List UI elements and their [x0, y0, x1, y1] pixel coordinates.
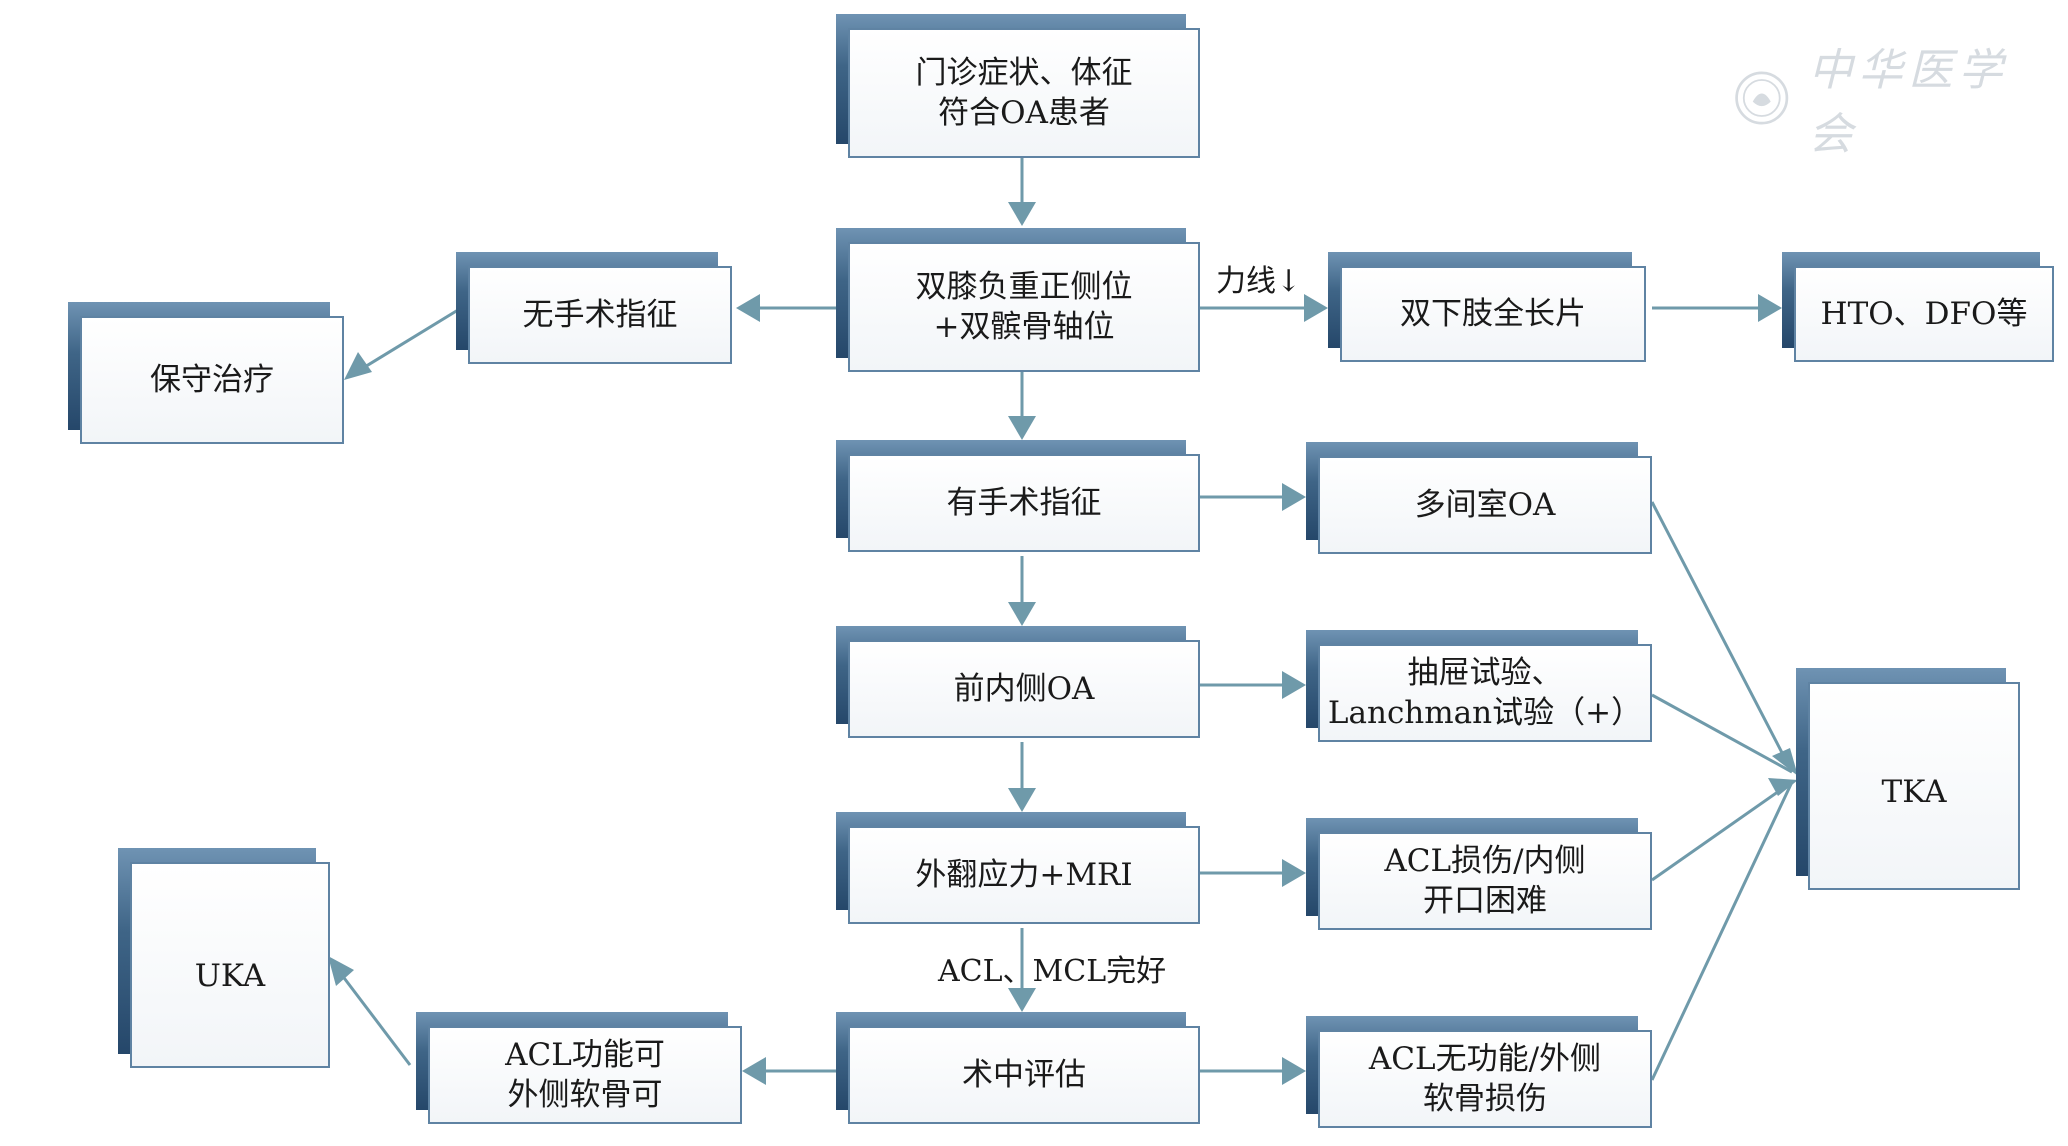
node-text-line: 无手术指征: [522, 296, 678, 333]
node-card: 双膝负重正侧位 +双髌骨轴位: [848, 242, 1200, 372]
node-text-line: 外翻应力+MRI: [915, 856, 1133, 893]
node-acl-injury: ACL损伤/内侧 开口困难: [1306, 818, 1652, 930]
node-card: 抽屉试验、 Lanchman试验（+）: [1318, 644, 1652, 742]
node-tka: TKA: [1796, 668, 2020, 890]
node-text-line: 术中评估: [962, 1056, 1086, 1093]
node-intraop-assessment: 术中评估: [836, 1012, 1200, 1124]
node-no-surgery-indication: 无手术指征: [456, 252, 732, 364]
arrowhead: [1758, 294, 1782, 322]
node-text-line: 外侧软骨可: [507, 1077, 663, 1113]
arrowhead: [1282, 859, 1306, 887]
arrowhead: [1008, 202, 1036, 226]
node-full-length-film: 双下肢全长片: [1328, 252, 1646, 362]
node-anteromedial-oa: 前内侧OA: [836, 626, 1200, 738]
arrowhead: [1008, 788, 1036, 812]
node-text-line: 保守治疗: [150, 361, 274, 398]
arrowhead: [1282, 1057, 1306, 1085]
node-card: 无手术指征: [468, 266, 732, 364]
node-conservative-treatment: 保守治疗: [68, 302, 344, 444]
arrowhead: [1768, 778, 1798, 796]
seal-icon: [1735, 71, 1789, 125]
node-card: TKA: [1808, 682, 2020, 890]
node-acl-nonfunctional: ACL无功能/外侧 软骨损伤: [1306, 1016, 1652, 1128]
node-text-line: 抽屉试验、: [1407, 654, 1563, 691]
arrowhead: [1008, 416, 1036, 440]
arrowhead: [1304, 294, 1328, 322]
node-text-line: 前内侧OA: [953, 670, 1095, 707]
node-card: ACL无功能/外侧 软骨损伤: [1318, 1030, 1652, 1128]
node-acl-functional: ACL功能可 外侧软骨可: [416, 1012, 742, 1124]
node-outpatient-oa: 门诊症状、体征 符合OA患者: [836, 14, 1200, 158]
node-card: 前内侧OA: [848, 640, 1200, 738]
edge-acl-injury-to-tka: [1651, 780, 1793, 882]
node-card: 保守治疗: [80, 316, 344, 444]
node-text-line: TKA: [1881, 774, 1947, 810]
node-text-line: 双膝负重正侧位: [915, 268, 1133, 305]
node-card: 术中评估: [848, 1026, 1200, 1124]
edge-no-surgery-to-conservative: [349, 308, 459, 378]
arrowhead: [1282, 483, 1306, 511]
edge-label-acl-mcl-intact: ACL、MCL完好: [938, 954, 1167, 989]
watermark: 中华医学会: [1733, 45, 2033, 160]
edge-multi-to-tka: [1650, 501, 1794, 773]
node-drawer-lachman: 抽屉试验、 Lanchman试验（+）: [1306, 630, 1652, 742]
node-hto-dfo: HTO、DFO等: [1782, 252, 2054, 362]
node-text-line: HTO、DFO等: [1820, 295, 2028, 332]
node-card: 双下肢全长片: [1340, 266, 1646, 362]
node-bilateral-knee-xray: 双膝负重正侧位 +双髌骨轴位: [836, 228, 1200, 372]
arrowhead: [1008, 602, 1036, 626]
node-uka: UKA: [118, 848, 330, 1068]
edge-label-force-line: 力线↓: [1216, 264, 1302, 299]
node-card: UKA: [130, 862, 330, 1068]
node-card: 门诊症状、体征 符合OA患者: [848, 28, 1200, 158]
node-card: 外翻应力+MRI: [848, 826, 1200, 924]
node-text-line: Lanchman试验（+）: [1327, 695, 1643, 731]
edge-acl-functional-to-uka: [330, 961, 412, 1066]
node-text-line: 开口困难: [1422, 883, 1547, 919]
node-card: HTO、DFO等: [1794, 266, 2054, 362]
node-text-line: ACL无功能/外侧: [1368, 1040, 1602, 1077]
node-valgus-stress-mri: 外翻应力+MRI: [836, 812, 1200, 924]
node-text-line: 门诊症状、体征: [915, 54, 1133, 91]
arrowhead: [328, 956, 354, 986]
arrowhead: [736, 294, 760, 322]
node-text-line: 软骨损伤: [1422, 1081, 1547, 1117]
node-card: 多间室OA: [1318, 456, 1652, 554]
node-text-line: 符合OA患者: [938, 95, 1110, 131]
arrowhead: [344, 352, 372, 380]
node-text-line: +双髌骨轴位: [933, 309, 1115, 345]
arrowhead: [742, 1057, 766, 1085]
node-surgery-indication: 有手术指征: [836, 440, 1200, 552]
node-card: ACL功能可 外侧软骨可: [428, 1026, 742, 1124]
node-text-line: ACL功能可: [505, 1036, 665, 1073]
node-text-line: 双下肢全长片: [1400, 295, 1586, 332]
edge-drawer-to-tka: [1651, 693, 1793, 774]
node-text-line: 有手术指征: [946, 484, 1102, 521]
node-text-line: ACL损伤/内侧: [1384, 842, 1586, 879]
node-card: ACL损伤/内侧 开口困难: [1318, 832, 1652, 930]
arrowhead: [1282, 671, 1306, 699]
node-multi-compartment-oa: 多间室OA: [1306, 442, 1652, 554]
watermark-text: 中华医学会: [1808, 45, 2009, 160]
arrowheads: [328, 202, 1798, 1085]
arrowhead: [1008, 988, 1036, 1012]
node-card: 有手术指征: [848, 454, 1200, 552]
arrowhead: [1772, 748, 1798, 776]
node-text-line: UKA: [194, 958, 266, 994]
node-text-line: 多间室OA: [1414, 486, 1556, 523]
edge-nonfunctional-to-tka: [1650, 781, 1794, 1081]
